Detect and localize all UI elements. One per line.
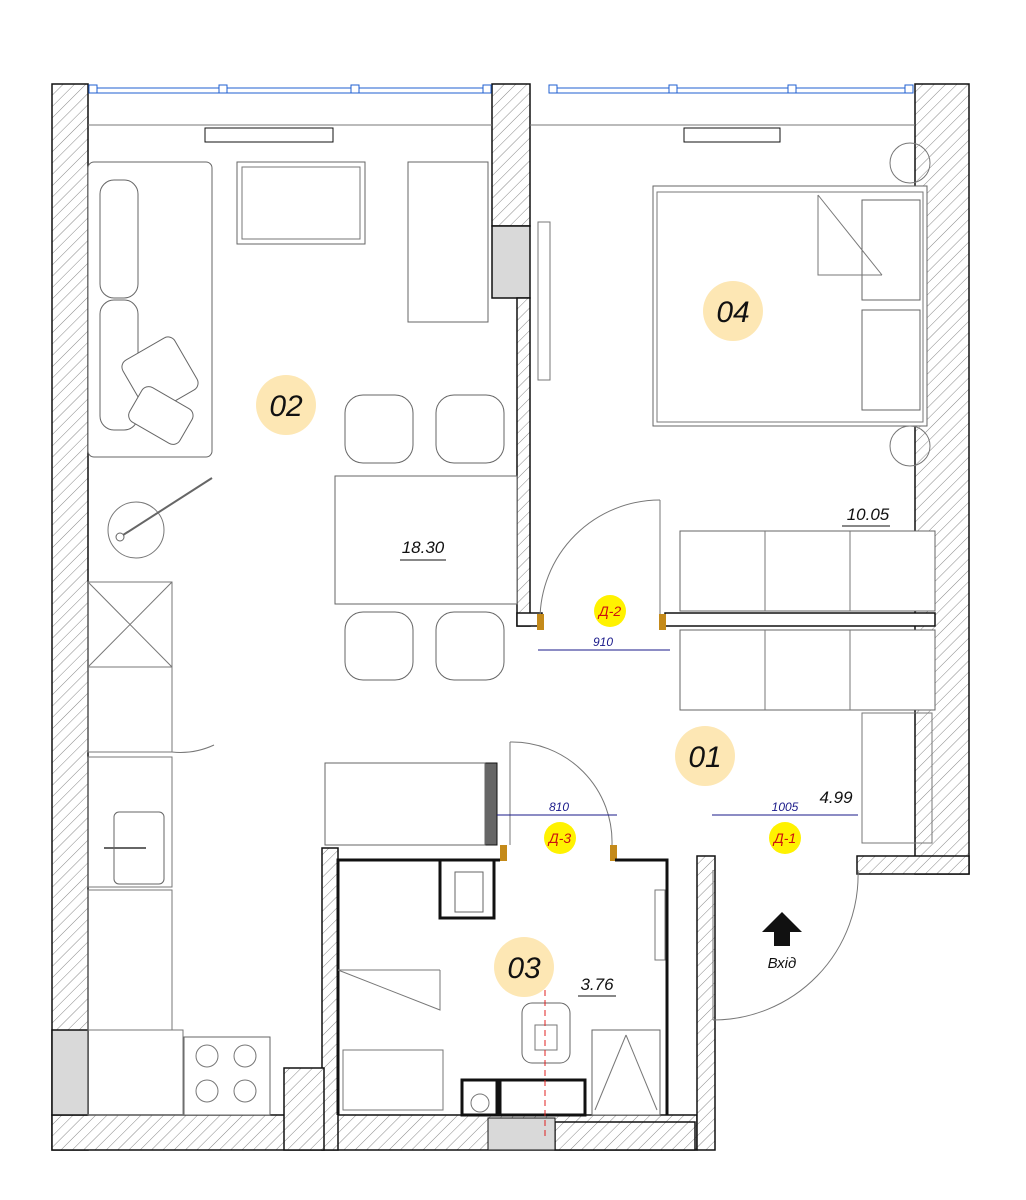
door-d1: Д-1 1005	[769, 800, 801, 854]
door-width: 810	[549, 800, 569, 814]
room-number: 03	[507, 952, 541, 985]
arrow-up-icon	[762, 912, 802, 946]
room-number: 01	[688, 741, 721, 774]
door-width: 1005	[772, 800, 799, 814]
door-swings	[497, 499, 859, 1021]
room-badge	[256, 375, 316, 435]
door-width: 910	[593, 635, 613, 649]
door-label: Д-3	[547, 830, 572, 846]
room-area: 18.30	[402, 538, 445, 557]
room-area: 4.99	[819, 788, 853, 807]
door-badge	[769, 822, 801, 854]
door-d2: Д-2 910	[593, 595, 626, 649]
door-label: Д-1	[772, 830, 796, 846]
room-area: 10.05	[847, 505, 890, 524]
door-d3: Д-3 810	[544, 800, 576, 854]
room-badge	[675, 726, 735, 786]
bathroom	[336, 858, 669, 1140]
room-04: 04 10.05	[703, 281, 890, 527]
entrance-label: Вхід	[768, 955, 797, 972]
door-badge	[594, 595, 626, 627]
room-area: 3.76	[580, 975, 614, 994]
room-number: 02	[269, 390, 303, 423]
room-01: 01 4.99	[675, 726, 853, 807]
bedroom-furniture	[537, 142, 936, 844]
room-02: 02 18.30	[256, 375, 446, 561]
room-badge	[494, 937, 554, 997]
windows	[88, 84, 915, 143]
door-label: Д-2	[597, 603, 622, 619]
room-number: 04	[716, 296, 749, 329]
entrance: Вхід	[762, 912, 802, 972]
room-badge	[703, 281, 763, 341]
door-badge	[544, 822, 576, 854]
living-furniture	[87, 161, 518, 1116]
room-03: 03 3.76	[494, 937, 616, 997]
